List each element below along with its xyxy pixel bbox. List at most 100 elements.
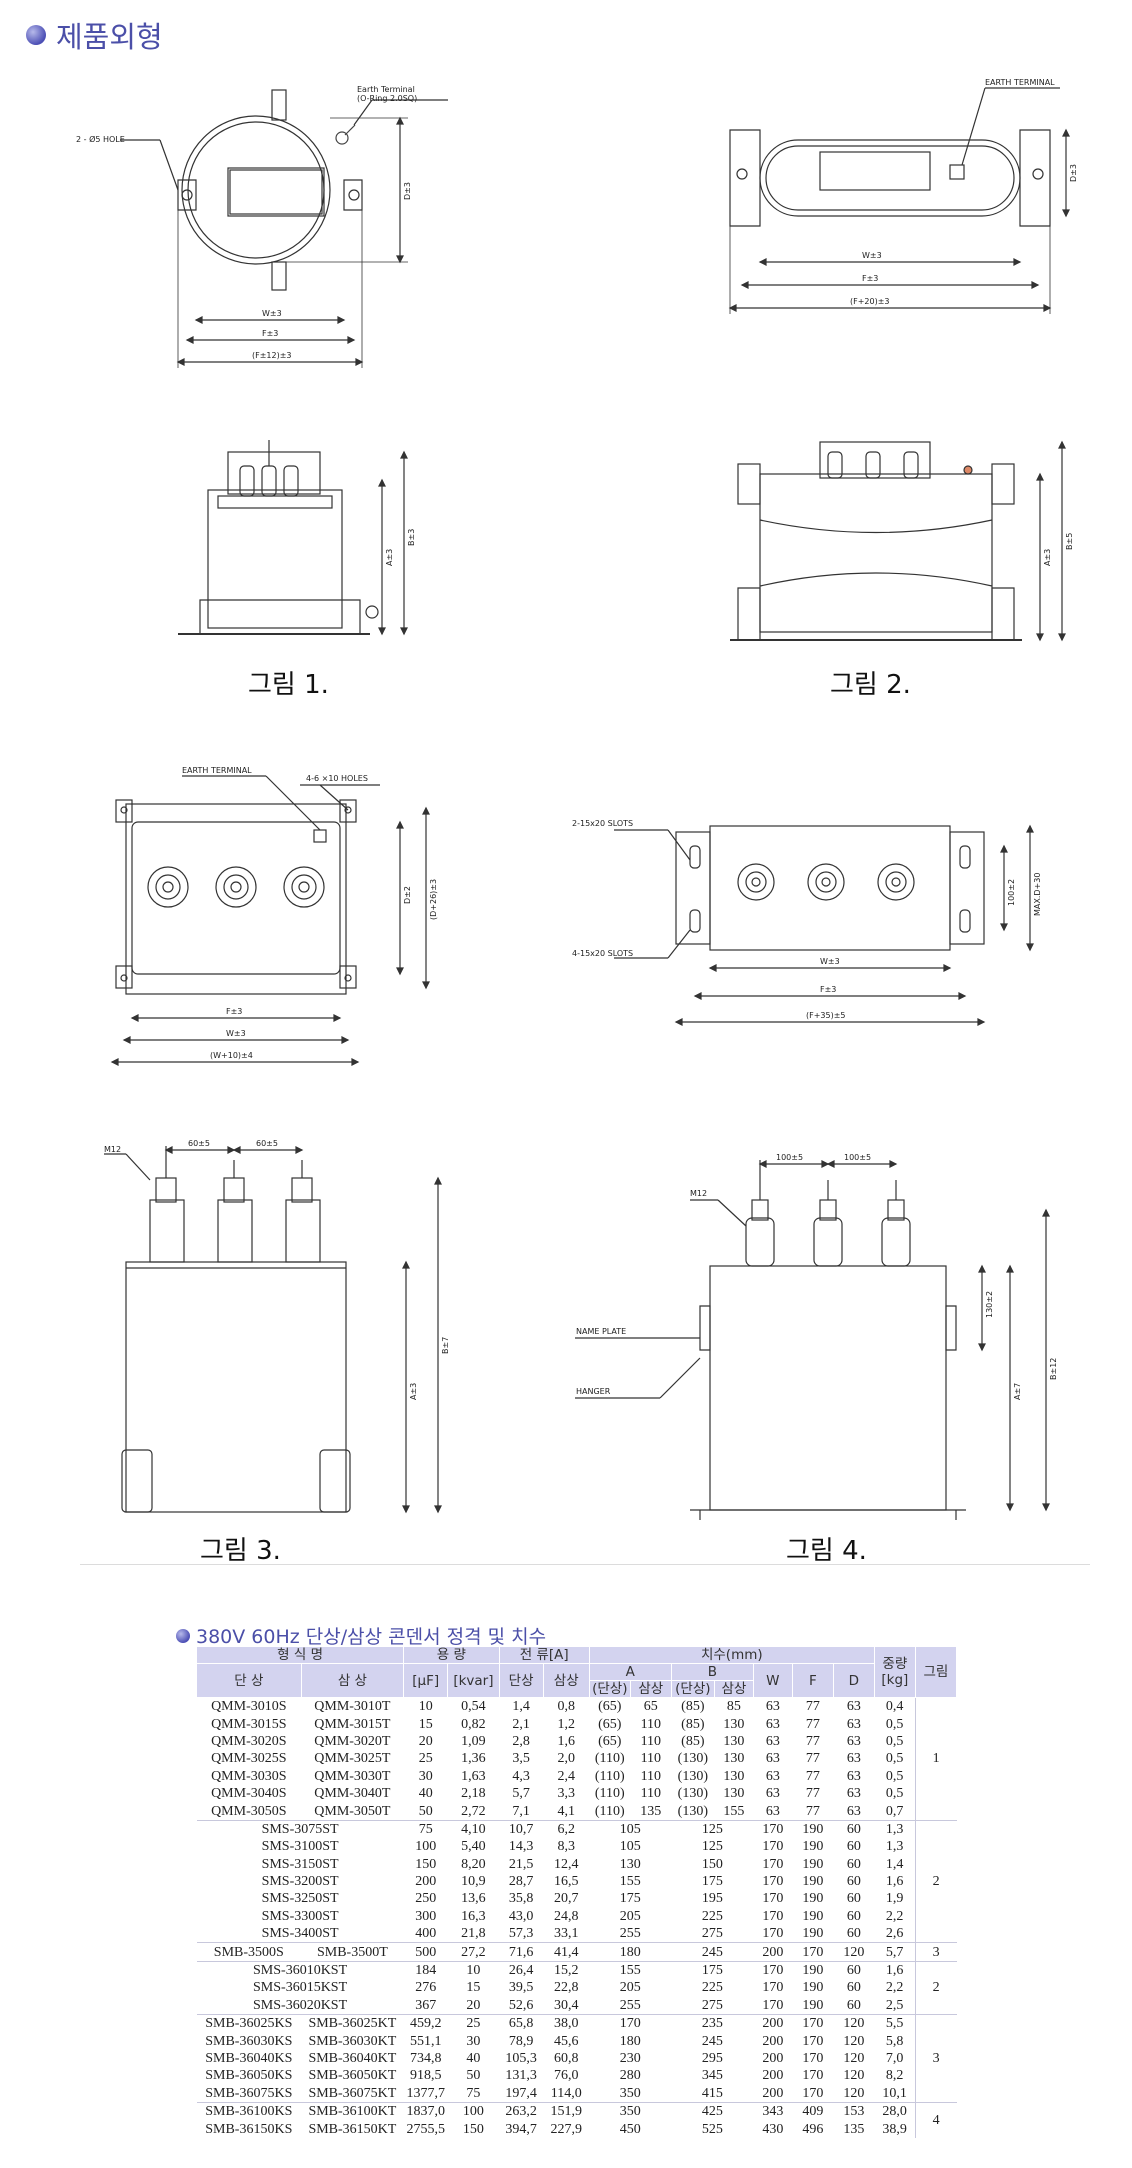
table-cell: 3,3	[557, 1786, 575, 1802]
table-cell: 135	[640, 1803, 662, 1819]
table-cell: 63	[846, 1716, 861, 1732]
table-cell: SMB-36050KS	[205, 2068, 293, 2084]
table-cell: SMB-36030KT	[308, 2033, 397, 2049]
table-cell: 38,0	[543, 2014, 590, 2033]
table-cell: 400	[415, 1926, 437, 1942]
table-cell: 20	[466, 1997, 481, 2013]
table-cell: 2	[914, 1819, 957, 1943]
table-cell: 350	[589, 2101, 672, 2121]
dim-label: W±3	[820, 957, 840, 966]
table-cell: 0,5	[885, 1786, 904, 1802]
table-cell: 1	[914, 1697, 957, 1821]
table-cell: 170	[762, 1980, 784, 1996]
table-cell: 63	[846, 1768, 861, 1784]
table-cell: 26,4	[499, 1960, 544, 1980]
table-cell: 77	[805, 1716, 820, 1732]
table-cell: 300	[415, 1908, 437, 1924]
table-cell: SMB-36040KS	[205, 2051, 293, 2066]
dim-label: A±7	[1013, 1383, 1022, 1400]
table-cell: 130	[723, 1768, 745, 1784]
table-cell: 155	[589, 1960, 672, 1980]
table-cell: 105	[589, 1819, 672, 1839]
dim-label: MAX.D+30	[1033, 873, 1042, 916]
table-cell: SMB-36100KS	[196, 2101, 302, 2121]
dim-label: 100±5	[776, 1153, 803, 1162]
table-cell: (110)	[594, 1768, 625, 1784]
table-cell: 170	[802, 2068, 824, 2084]
table-cell: 28,0	[874, 2101, 916, 2121]
table-cell: 190	[802, 1891, 824, 1907]
table-cell: 394,7	[505, 2121, 537, 2137]
table-cell: 105	[619, 1839, 641, 1855]
slots-label: 4-15x20 SLOTS	[572, 949, 633, 958]
dim-label: W±3	[862, 251, 882, 260]
fig3-front-view	[104, 1146, 442, 1514]
table-cell: 12,4	[553, 1856, 579, 1872]
col-d: D	[832, 1663, 875, 1698]
table-cell: QMM-3040T	[314, 1786, 391, 1802]
table-cell: 150	[415, 1856, 437, 1872]
table-cell: 255	[619, 1926, 641, 1942]
dim-label: D±3	[403, 182, 412, 200]
table-cell: 15	[466, 1980, 481, 1996]
table-cell: 120	[833, 2014, 875, 2033]
table-cell: 28,7	[508, 1874, 534, 1890]
table-cell: SMS-3150ST	[261, 1856, 339, 1872]
table-cell: 21,5	[508, 1856, 534, 1872]
table-cell: 2,2	[885, 1908, 904, 1924]
table-cell: 4	[914, 2101, 957, 2138]
table-cell: (65)	[598, 1716, 622, 1732]
table-cell: 200	[762, 2033, 784, 2049]
table-cell: 2755,5	[406, 2121, 445, 2137]
table-cell: SMB-3500S	[196, 1942, 302, 1962]
table-cell: 459,2	[403, 2014, 448, 2033]
header-row: 단 상 삼 상 [μF] [kvar] 단상 삼상 A B W F D	[196, 1663, 957, 1698]
table-cell: 190	[802, 1997, 824, 2013]
table-cell: 197,4	[505, 2085, 537, 2101]
col-w: W	[752, 1663, 793, 1698]
table-cell: 245	[671, 1942, 754, 1962]
table-cell: 415	[701, 2085, 723, 2101]
table-cell: 155	[723, 1803, 745, 1819]
dim-label: A±3	[385, 549, 394, 566]
table-cell: 409	[792, 2101, 834, 2121]
table-cell: SMB-36025KS	[196, 2014, 302, 2033]
dim-label: F±3	[862, 274, 878, 283]
table-cell: 77	[805, 1733, 820, 1749]
col-capacity: 용 량	[403, 1646, 500, 1664]
table-cell: 43,0	[508, 1908, 534, 1924]
figure-caption-4: 그림 4.	[786, 1536, 867, 1566]
table-cell: 60	[846, 1908, 861, 1924]
table-cell: 20	[418, 1733, 433, 1749]
table-cell: 8,20	[461, 1856, 486, 1872]
table-cell: 6,2	[543, 1819, 590, 1839]
fig1-front-view	[178, 440, 408, 636]
col-cur-single: 단상	[498, 1663, 544, 1698]
table-cell: 200	[762, 2085, 784, 2101]
table-cell: 170	[762, 1997, 784, 2013]
table-cell: 60	[846, 1839, 861, 1855]
dim-label: (D+26)±3	[429, 879, 438, 920]
figure-caption-3: 그림 3.	[200, 1536, 281, 1566]
spec-table: 형 식 명 용 량 전 류[A] 치수(mm) 중량[kg] 그림 단 상 삼 …	[195, 1646, 958, 2138]
table-cell: 2,8	[512, 1733, 530, 1749]
table-cell: SMB-36040KT	[308, 2051, 397, 2066]
table-cell: 255	[619, 1997, 641, 2013]
fig4-front-view	[575, 1160, 1050, 1520]
col-a-three: 삼상	[629, 1680, 672, 1698]
table-cell: 40	[466, 2051, 481, 2066]
table-cell: 180	[589, 1942, 672, 1962]
table-cell: 1,09	[461, 1733, 486, 1749]
section-heading: 제품외형	[26, 14, 163, 56]
table-cell: (85)	[671, 1697, 715, 1716]
m12-label: M12	[104, 1145, 121, 1154]
table-cell: 77	[805, 1751, 820, 1767]
col-dimension: 치수(mm)	[588, 1646, 875, 1664]
table-cell: 275	[701, 1997, 723, 2013]
col-figure: 그림	[914, 1646, 958, 1698]
table-cell: 63	[765, 1716, 780, 1732]
table-cell: SMB-36030KS	[205, 2033, 293, 2049]
